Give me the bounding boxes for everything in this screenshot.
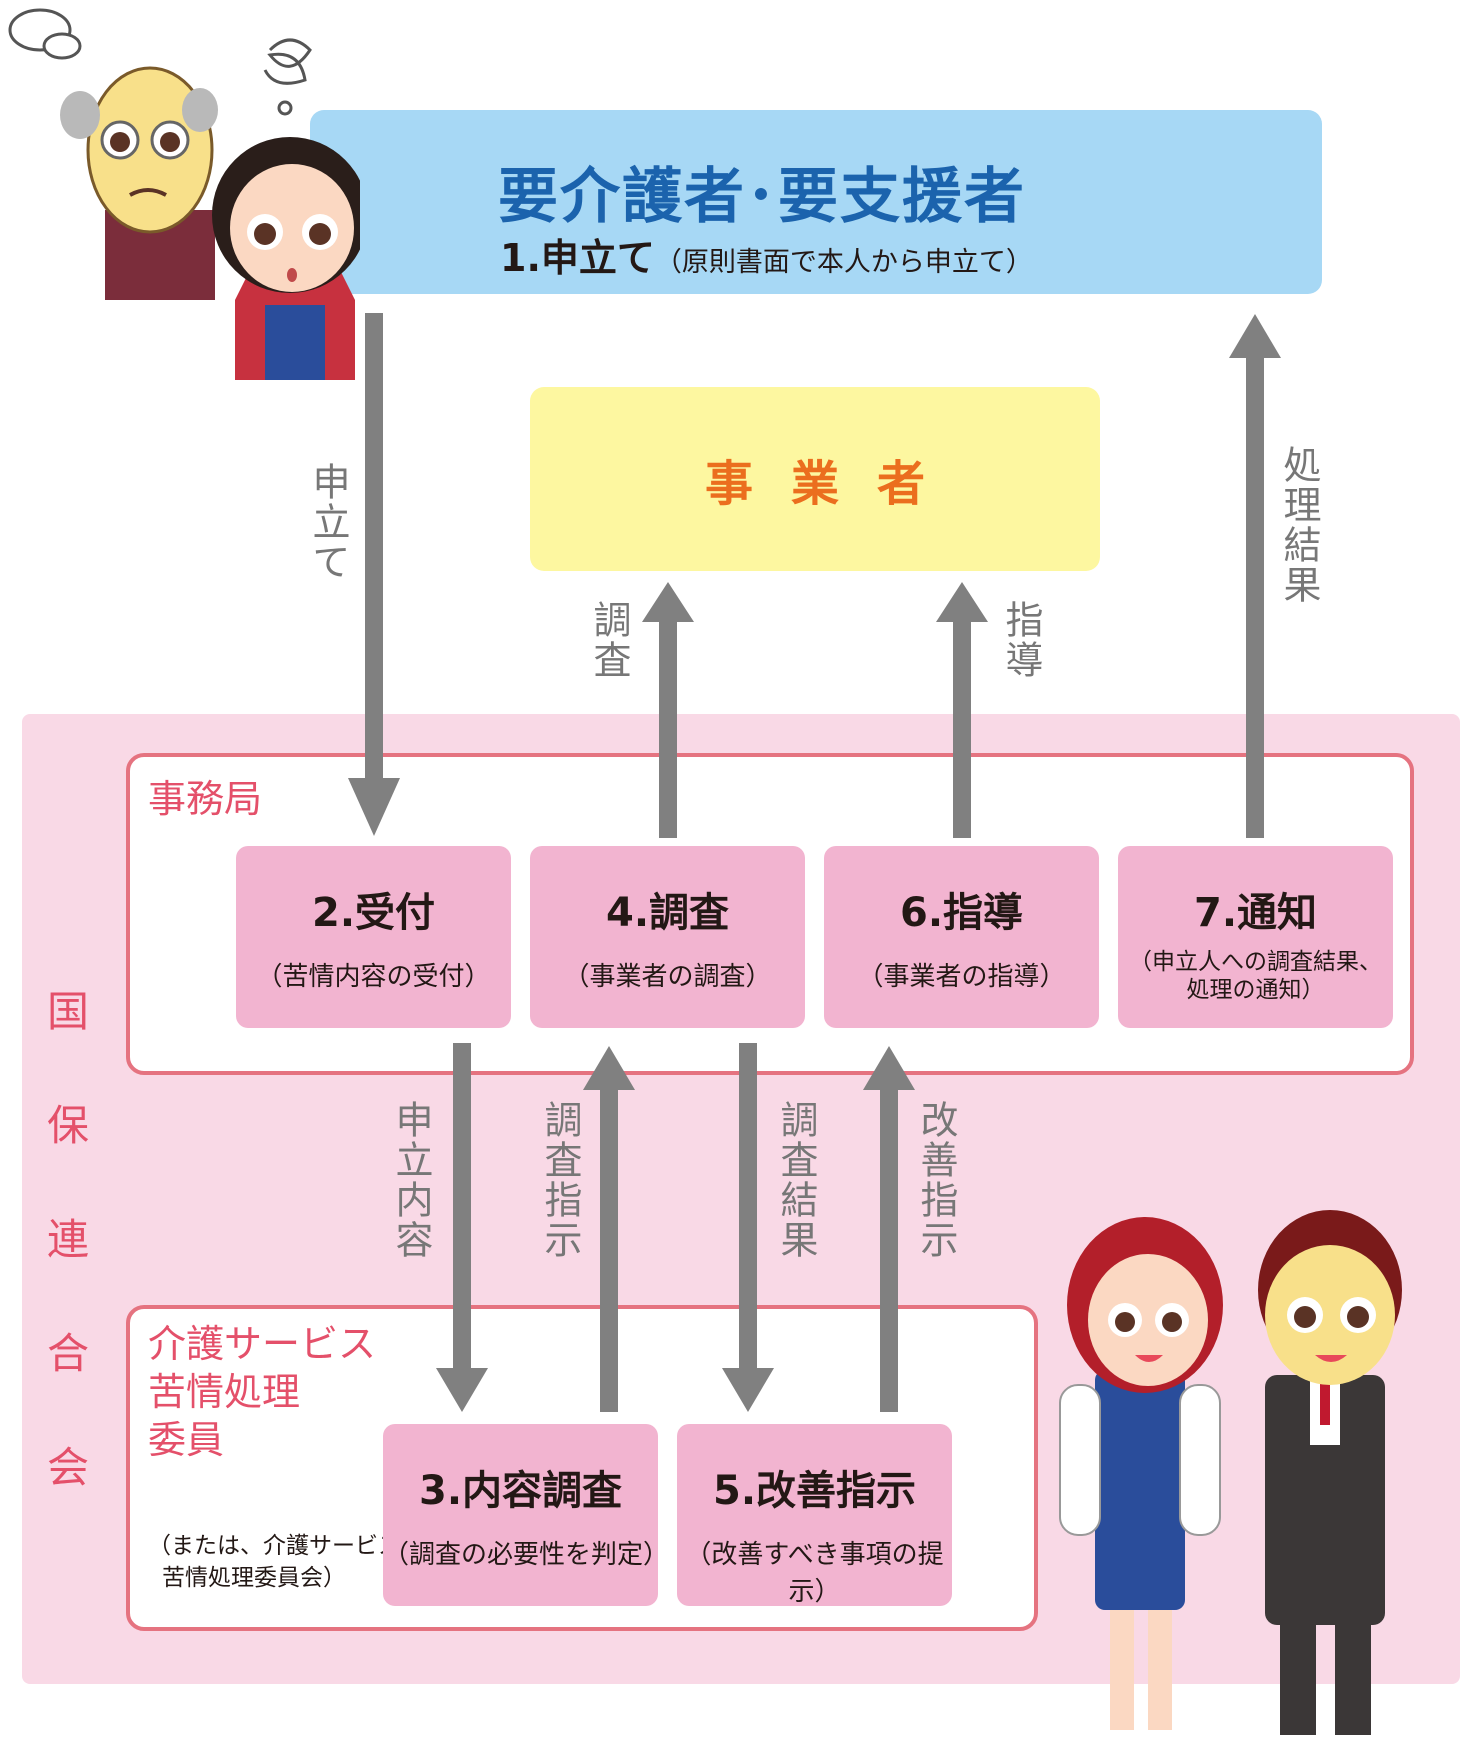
label-application: 申立て — [306, 462, 350, 582]
association-label: 国保連合会 — [46, 987, 89, 1492]
step-investigation-desc: （事業者の調査） — [563, 962, 772, 992]
step-reception-desc: （苦情内容の受付） — [256, 962, 491, 992]
step-guidance-title: 6.指導 — [899, 890, 1024, 936]
arrow-result-up — [1229, 314, 1281, 838]
committee-label: 介護サービス 苦情処理 委員 — [148, 1322, 377, 1462]
frustration-cloud-icon — [8, 8, 82, 60]
operator-box: 事業者 — [530, 387, 1100, 571]
step-investigation: 4.調査 （事業者の調査） — [530, 846, 805, 1028]
secretariat-label: 事務局 — [148, 777, 263, 821]
arrow-complaint-content-down — [436, 1043, 488, 1412]
step-reception: 2.受付 （苦情内容の受付） — [236, 846, 511, 1028]
step-investigation-title: 4.調査 — [605, 890, 730, 936]
applicant-people-illustration — [8, 8, 360, 380]
arrow-guidance-up — [936, 582, 988, 838]
step-content-review: 3.内容調査 （調査の必要性を判定） — [383, 1424, 670, 1606]
step-notification: 7.通知 （申立人への調査結果、処理の通知） — [1118, 846, 1393, 1028]
step-guidance: 6.指導 （事業者の指導） — [824, 846, 1099, 1028]
step-notification-desc: （申立人への調査結果、処理の通知） — [1129, 949, 1382, 1003]
label-investigation-result: 調査結果 — [774, 1100, 818, 1260]
label-investigation: 調査 — [587, 600, 631, 680]
scribble-icon — [263, 38, 312, 116]
applicant-title: 要介護者･要支援者 — [498, 162, 1026, 232]
arrow-investigation-instruction-up — [583, 1046, 635, 1412]
step-reception-title: 2.受付 — [311, 890, 436, 936]
label-improvement-instruction: 改善指示 — [914, 1100, 958, 1260]
worried-woman-icon — [212, 137, 360, 380]
arrow-application-down — [348, 313, 400, 836]
applicant-box: 要介護者･要支援者 1.申立て（原則書面で本人から申立て） — [310, 110, 1322, 294]
arrow-investigation-result-down — [722, 1043, 774, 1412]
elderly-man-icon — [60, 66, 218, 300]
step-content-review-title: 3.内容調査 — [418, 1468, 623, 1514]
step-improvement-desc: （改善すべき事項の提示） — [685, 1540, 944, 1607]
staff-woman-icon — [1059, 1217, 1223, 1730]
operator-title: 事業者 — [704, 456, 963, 512]
label-result: 処理結果 — [1277, 445, 1321, 605]
step-improvement-title: 5.改善指示 — [712, 1468, 917, 1514]
step-guidance-desc: （事業者の指導） — [857, 962, 1066, 992]
arrow-investigation-up — [642, 582, 694, 838]
step-notification-title: 7.通知 — [1193, 890, 1318, 936]
staff-man-icon — [1258, 1210, 1402, 1735]
arrow-improvement-instruction-up — [863, 1046, 915, 1412]
staff-people-illustration — [1059, 1210, 1402, 1735]
label-guidance: 指導 — [999, 600, 1043, 680]
committee-note: （または、介護サービス 苦情処理委員会） — [148, 1533, 401, 1591]
applicant-step: 1.申立て（原則書面で本人から申立て） — [500, 236, 1033, 280]
label-investigation-instruction: 調査指示 — [538, 1100, 582, 1260]
label-complaint-content: 申立内容 — [389, 1100, 433, 1260]
step-improvement: 5.改善指示 （改善すべき事項の提示） — [677, 1424, 952, 1607]
step-content-review-desc: （調査の必要性を判定） — [383, 1540, 670, 1570]
